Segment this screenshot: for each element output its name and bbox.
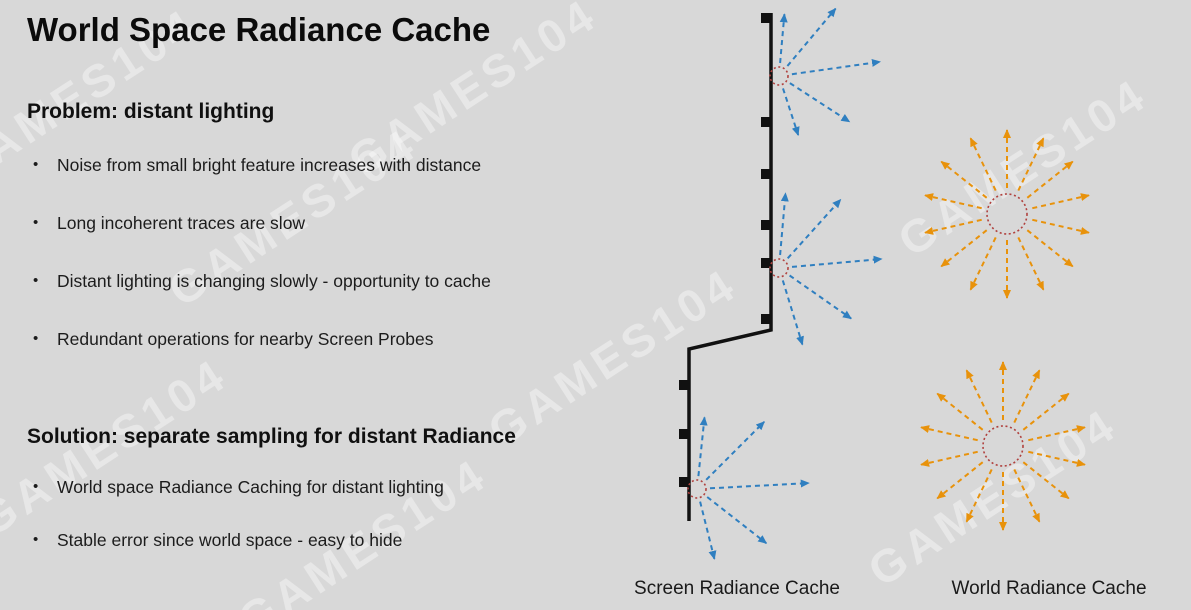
world-ray — [924, 218, 982, 235]
screen-ray — [705, 421, 765, 481]
world-cache-caption: World Radiance Cache — [951, 578, 1147, 599]
screen-ray — [786, 7, 837, 67]
world-ray — [1022, 392, 1070, 431]
world-ray — [940, 229, 988, 268]
world-probes — [982, 193, 1028, 467]
screen-probe-rays — [697, 7, 883, 560]
world-ray — [965, 468, 993, 523]
screen-ray — [779, 192, 789, 256]
screen-ray — [791, 58, 881, 76]
screen-ray — [786, 198, 842, 259]
world-ray — [969, 236, 997, 291]
world-ray — [1013, 468, 1041, 523]
watermark: GAMES104 — [888, 67, 1157, 267]
screen-ray — [791, 255, 883, 268]
world-ray — [1028, 425, 1086, 442]
solution-heading: Solution: separate sampling for distant … — [27, 425, 516, 448]
world-ray — [965, 369, 993, 424]
slide-title: World Space Radiance Cache — [27, 11, 491, 48]
world-ray — [1026, 229, 1074, 268]
world-ray — [920, 425, 978, 442]
screen-ray — [709, 479, 810, 490]
solution-bullet: Stable error since world space - easy to… — [31, 530, 671, 551]
world-ray — [1017, 236, 1045, 291]
world-ray — [1022, 461, 1070, 500]
watermark: GAMES104 — [228, 447, 497, 610]
problem-heading: Problem: distant lighting — [27, 100, 275, 123]
screen-ray — [781, 280, 804, 346]
screen-ray — [789, 274, 852, 320]
screen-cache-caption: Screen Radiance Cache — [634, 578, 840, 599]
world-probe-rays — [920, 129, 1090, 531]
world-ray — [936, 392, 984, 431]
screen-pixel-ticks — [679, 13, 770, 487]
world-ray — [1026, 160, 1074, 199]
screen-ray — [789, 82, 851, 123]
world-ray — [1032, 218, 1090, 235]
screen-ray — [697, 416, 708, 477]
world-ray — [1028, 450, 1086, 467]
screen-ray — [699, 501, 717, 560]
watermark: GAMES104 — [858, 397, 1127, 597]
world-ray — [924, 193, 982, 210]
problem-bullet: Noise from small bright feature increase… — [31, 155, 671, 176]
solution-bullet: World space Radiance Caching for distant… — [31, 477, 671, 498]
screen-wall — [687, 13, 773, 521]
problem-bullet: Long incoherent traces are slow — [31, 213, 671, 234]
world-ray — [1032, 193, 1090, 210]
screen-ray — [779, 13, 788, 64]
screen-ray — [782, 88, 800, 136]
screen-probes — [687, 66, 789, 499]
world-ray — [936, 461, 984, 500]
world-ray — [1017, 137, 1045, 192]
problem-bullet: Redundant operations for nearby Screen P… — [31, 329, 671, 350]
screen-ray — [706, 496, 768, 544]
problem-bullet: Distant lighting is changing slowly - op… — [31, 271, 671, 292]
world-ray — [1013, 369, 1041, 424]
world-ray — [969, 137, 997, 192]
world-ray — [920, 450, 978, 467]
world-ray — [940, 160, 988, 199]
